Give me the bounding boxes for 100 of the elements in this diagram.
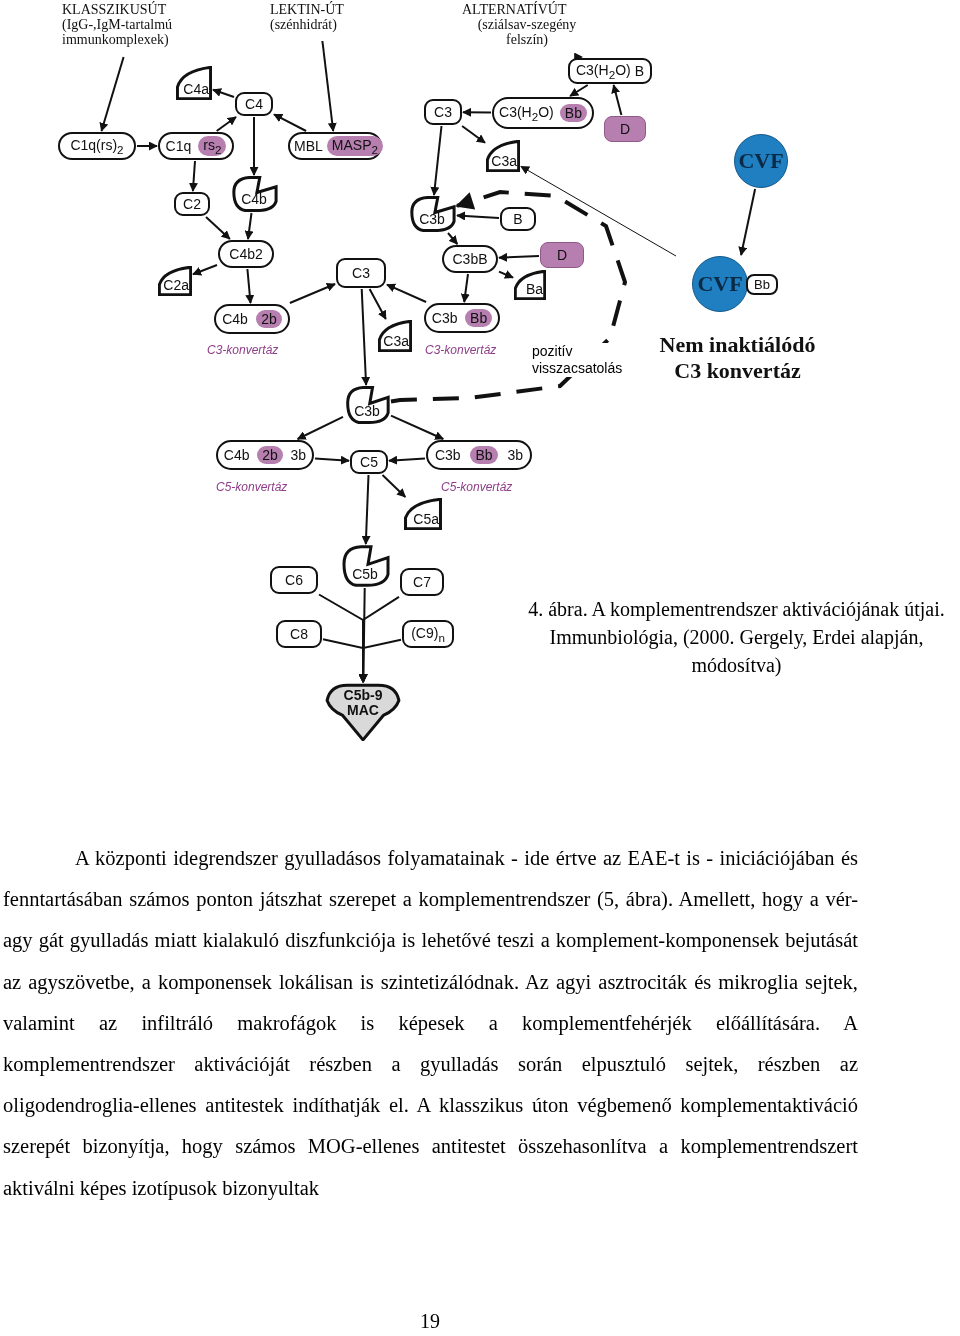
attack-complex-shape — [324, 683, 402, 741]
enzyme-box — [540, 242, 584, 268]
body-paragraph: A központi idegrendszer gyulladásos folyamatainak - ide értve az EAE-t is - iniciációjában és fenntartásában számos ponton játszhat szerepet a komplementrendszer (5, ábra). Amellett, hogy a vér-agy gát gyulladás miatt kialakuló diszfunkciója is lehetővé teszi a komplement-komponensek bejutását az agyszövetbe, a komponensek lokálisan is szintetizálódnak. Az agyi asztrociták és mikroglia sejtek, valamint az infiltráló makrofágok is képesek a komplementfehérjék előállítására. A komplementrendszer aktivációját részben a gyulladás során elpusztuló sejtek, részben az oligodendroglia-ellenes antitestek indíthatják el. A klasszikus úton végbemenő komplementaktiváció szerepét bizonyítja, hogy számos MOG-ellenes antitestet összehasonlítva a komplementrendszert aktiválni képes izotípusok bizonyultak — [3, 846, 858, 1202]
pathway-subtitle: (szénhidrát) — [270, 17, 337, 32]
complex-box — [58, 132, 136, 160]
page-number: 19 — [420, 1310, 440, 1333]
complex-box — [492, 97, 594, 129]
venom-factor-circle: CVF — [692, 256, 749, 312]
protein-label: Bb — [746, 273, 778, 295]
complex-box — [442, 245, 498, 273]
node-label: C3b — [419, 211, 445, 227]
arrow — [462, 107, 492, 117]
protein-box — [336, 258, 386, 288]
protein-box — [276, 620, 322, 648]
protein-box — [568, 58, 652, 84]
node-label: C2a — [163, 277, 189, 293]
node-label: C8 — [290, 626, 308, 642]
complex-box — [158, 132, 234, 160]
enzyme-label: 2b — [257, 446, 283, 464]
node-label: C3a — [383, 333, 409, 349]
arrow — [390, 414, 445, 440]
node-label: D — [556, 247, 568, 263]
arrow — [381, 474, 407, 498]
arrow — [456, 211, 500, 221]
fragment-shape — [514, 270, 546, 300]
node-label: C4b — [241, 191, 267, 207]
fragment-shape — [176, 66, 212, 100]
arrow — [273, 113, 308, 132]
arrow — [569, 84, 589, 97]
arrow — [574, 53, 584, 58]
protein-box — [235, 92, 273, 116]
fragment-shape — [158, 266, 192, 296]
arrow — [358, 638, 402, 683]
arrow — [189, 160, 198, 192]
complex-box — [214, 304, 290, 334]
enzyme-box — [604, 116, 646, 142]
fragment-shape — [486, 140, 520, 172]
pathway-title: ALTERNATÍVÚT — [462, 2, 567, 17]
arrow — [245, 268, 255, 304]
protein-box — [424, 99, 462, 125]
node-label: C5b — [352, 566, 378, 582]
protein-box — [270, 566, 318, 594]
enzyme-label: Bb — [470, 446, 498, 464]
node-label: CVF — [738, 148, 784, 174]
fragment-shape — [378, 320, 412, 352]
node-label: C3 — [434, 104, 452, 120]
enzyme-label: 2b — [256, 310, 282, 328]
enzyme-label: Bb — [465, 309, 493, 327]
node-label: D — [619, 121, 631, 137]
arrow — [192, 264, 218, 276]
protein-box — [174, 192, 210, 216]
arrow — [520, 165, 677, 257]
node-label: C1q — [165, 138, 192, 154]
node-label: C5b-9 MAC — [342, 688, 384, 718]
node-label: C4 — [245, 96, 263, 112]
node-label: MBL — [294, 138, 323, 154]
node-label: B — [513, 211, 523, 227]
convertase-label: C5-konvertáz — [216, 480, 288, 494]
node-label: C3(H$_{2}$O) — [499, 103, 554, 123]
arrow — [386, 283, 428, 303]
node-label: C3bB — [452, 251, 488, 267]
arrow — [498, 270, 514, 279]
pathway-title: KLASSZIKUSÚT — [62, 2, 167, 17]
node-label: C2 — [183, 196, 201, 212]
node-label: C7 — [413, 574, 431, 590]
arrow — [368, 288, 387, 320]
protein-box — [350, 450, 388, 474]
node-label: C4b2 — [229, 246, 263, 262]
convertase-caption: Nem inaktiálódó C3 konvertáz — [658, 332, 817, 384]
complex-box — [426, 440, 532, 470]
arrow — [205, 216, 231, 240]
node-label: C3b — [354, 403, 380, 419]
cleaved-protein-shape — [344, 386, 390, 424]
arrow — [361, 474, 371, 545]
fragment-shape — [404, 498, 442, 530]
arrow — [498, 252, 540, 262]
arrow — [249, 116, 259, 176]
node-label: Ba — [525, 281, 543, 297]
arrow — [296, 415, 344, 440]
arrow — [738, 188, 757, 256]
complex-box — [216, 440, 314, 470]
node-label: C4a — [183, 81, 209, 97]
pathway-subtitle: (sziálsav-szegény felszín) — [476, 17, 578, 47]
pathway-subtitle: (IgG-,IgM-tartalmú immunkomplexek) — [62, 17, 174, 47]
pathway-title: LEKTIN-ÚT — [270, 2, 344, 17]
node-label: C6 — [285, 572, 303, 588]
node-label: C4b — [222, 311, 248, 327]
node-label: 3b — [290, 447, 307, 463]
node-label: C3b — [431, 310, 458, 326]
convertase-label: C3-konvertáz — [207, 343, 279, 357]
node-label: C3 — [352, 265, 370, 281]
node-label: C3b — [434, 447, 461, 463]
enzyme-label: Bb — [559, 104, 587, 122]
node-label: C1q(rs)$_{2}$ — [70, 136, 124, 156]
arrow — [314, 455, 350, 465]
arrow — [288, 283, 336, 304]
arrow — [461, 125, 486, 144]
complex-box — [218, 240, 274, 268]
protein-box — [500, 207, 536, 231]
node-label: C3(H$_{2}$O) — [575, 61, 631, 81]
